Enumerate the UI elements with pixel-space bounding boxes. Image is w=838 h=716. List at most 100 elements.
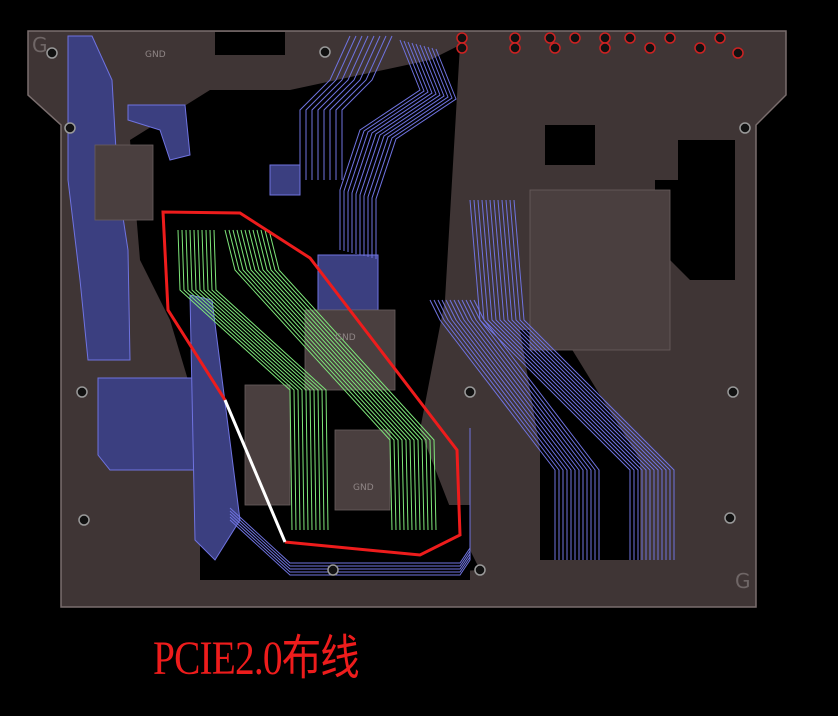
green-trace [228,229,397,531]
mounting-hole [327,564,339,576]
mounting-hole [456,42,468,54]
blue-trace [323,35,375,180]
corner-label-bottom-right: G [735,569,751,593]
blue-trace [299,35,351,180]
green-trace [256,229,425,531]
mounting-hole [456,32,468,44]
green-trace [236,229,405,531]
blue-trace [363,45,445,256]
blue-trace [317,35,369,180]
mounting-hole [509,32,521,44]
mounting-hole [569,32,581,44]
mounting-hole [544,32,556,44]
pcie-highlight-outline [161,210,462,557]
mounting-hole [599,42,611,54]
blue-trace [335,35,387,180]
caption-title: PCIE2.0布线 [153,632,360,685]
blue-trace [505,199,667,560]
green-trace [181,229,297,531]
mounting-hole [78,514,90,526]
blue-trace [355,43,437,254]
blue-trace [473,199,635,560]
corner-label-top-left: G [32,33,48,57]
blue-trace [457,299,584,560]
mounting-hole [76,386,88,398]
mounting-hole [549,42,561,54]
blue-trace [453,299,580,560]
blue-trace [359,44,441,255]
green-trace [260,229,429,531]
green-trace-group [177,229,437,531]
green-trace [197,229,313,531]
mounting-hole [714,32,726,44]
green-trace [248,229,417,531]
blue-trace [351,42,433,253]
blue-trace [375,48,457,259]
blue-trace-group [229,35,675,576]
blue-trace [341,35,393,180]
green-trace [177,229,293,531]
mounting-hole [474,564,486,576]
blue-trace [441,299,568,560]
green-trace [209,229,325,531]
blue-trace [469,299,596,560]
green-trace [189,229,305,531]
green-trace [201,229,317,531]
mounting-hole [739,122,751,134]
mounting-hole [464,386,476,398]
blue-trace [437,299,564,560]
blue-trace [465,299,592,560]
blue-trace [493,199,655,560]
gnd-label-center: GND [353,483,374,493]
mounting-hole [64,122,76,134]
blue-trace [501,199,663,560]
green-trace [185,229,301,531]
blue-trace [489,199,651,560]
green-trace [213,229,329,531]
mounting-hole [509,42,521,54]
mounting-hole [727,386,739,398]
blue-trace [433,299,560,560]
blue-trace [497,199,659,560]
blue-trace [513,199,675,560]
blue-trace [229,428,471,564]
blue-trace [481,199,643,560]
green-trace [240,229,409,531]
blue-trace [305,35,357,180]
mounting-hole [694,42,706,54]
gnd-label-top: GND [145,50,166,60]
green-trace [252,229,421,531]
green-trace [232,229,401,531]
blue-trace [367,46,449,257]
blue-trace [445,299,572,560]
blue-trace [509,199,671,560]
green-trace [224,229,393,531]
blue-trace [329,35,381,180]
green-trace [264,229,433,531]
blue-trace [339,39,421,250]
blue-trace [311,35,363,180]
mounting-hole [664,32,676,44]
blue-trace [477,199,639,560]
blue-trace [347,41,429,252]
mounting-hole [644,42,656,54]
brown-pads [94,144,671,511]
green-trace [268,229,437,531]
mounting-hole [724,512,736,524]
mounting-hole [599,32,611,44]
blue-trace [429,299,556,560]
blue-trace [469,199,631,560]
blue-trace [449,299,576,560]
pcie-highlight-white-line [223,399,287,543]
mounting-hole [46,47,58,59]
mounting-hole [624,32,636,44]
green-trace [193,229,309,531]
mounting-hole [319,46,331,58]
blue-trace [371,47,453,258]
gnd-label-mid: GND [335,333,356,343]
mounting-hole [732,47,744,59]
blue-trace [485,199,647,560]
blue-trace [343,40,425,251]
green-trace [205,229,321,531]
